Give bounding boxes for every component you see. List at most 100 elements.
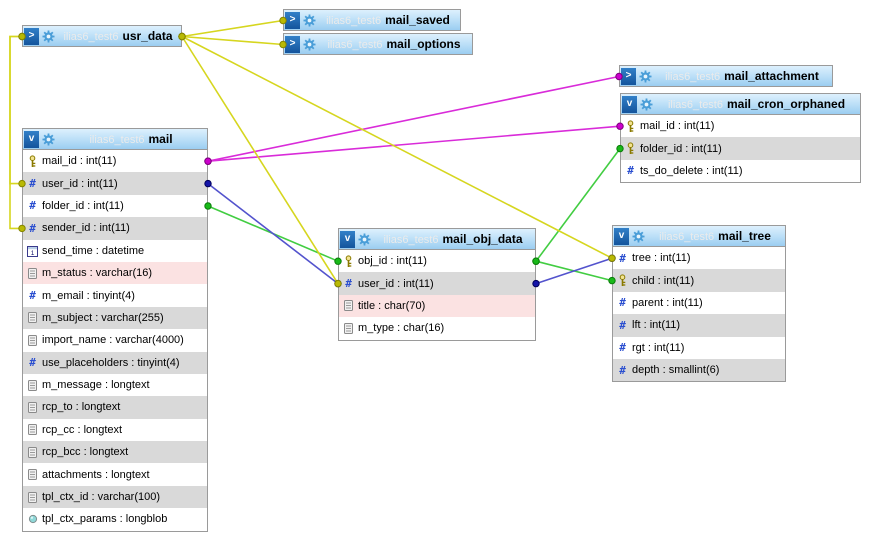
table-settings-gear-icon[interactable] bbox=[358, 233, 371, 246]
table-settings-gear[interactable] bbox=[640, 98, 653, 111]
table-name-label: usr_data bbox=[122, 29, 173, 43]
relation-line-usr_data-mail_saved bbox=[181, 19, 284, 38]
field-row-obj_id[interactable]: obj_id : int(11) bbox=[339, 250, 535, 272]
expand-table-button[interactable]: > bbox=[285, 35, 300, 53]
field-row-rcp_bcc[interactable]: rcp_bcc : longtext bbox=[23, 441, 207, 464]
field-label: parent : int(11) bbox=[632, 296, 703, 309]
field-row-user_id[interactable]: #user_id : int(11) bbox=[23, 172, 207, 195]
field-row-ts_do_delete[interactable]: # ts_do_delete : int(11) bbox=[621, 160, 860, 182]
field-row-folder_id[interactable]: folder_id : int(11) bbox=[621, 137, 860, 160]
relation-line-mail.user_id-mail_obj_data.user_id bbox=[207, 182, 339, 285]
field-label: obj_id : int(11) bbox=[358, 255, 427, 268]
datetime-icon-wrap: 1 bbox=[26, 245, 39, 257]
expand-table-button[interactable]: > bbox=[621, 67, 636, 85]
table-name-label: mail_saved bbox=[385, 13, 450, 27]
field-row-use_placeholders[interactable]: #use_placeholders : tinyint(4) bbox=[23, 351, 207, 374]
field-row-tpl_ctx_id[interactable]: tpl_ctx_id : varchar(100) bbox=[23, 485, 207, 509]
collapse-table-button[interactable]: v bbox=[622, 95, 637, 113]
datetime-field-icon: 1 bbox=[27, 245, 38, 257]
text-icon-wrap bbox=[26, 401, 39, 413]
field-row-tree[interactable]: #tree : int(11) bbox=[613, 247, 785, 269]
expand-table-button[interactable]: > bbox=[24, 27, 39, 45]
field-row-m_status[interactable]: m_status : varchar(16) bbox=[23, 261, 207, 285]
numeric-field-icon: # bbox=[627, 164, 634, 178]
table-settings-gear-icon[interactable] bbox=[632, 230, 645, 243]
field-row-import_name[interactable]: import_name : varchar(4000) bbox=[23, 329, 207, 351]
collapse-table-button[interactable]: v bbox=[614, 227, 629, 245]
table-settings-gear[interactable] bbox=[303, 38, 316, 51]
field-row-user_id[interactable]: #user_id : int(11) bbox=[339, 272, 535, 295]
field-row-attachments[interactable]: attachments : longtext bbox=[23, 463, 207, 485]
table-settings-gear[interactable] bbox=[42, 133, 55, 146]
field-row-tpl_ctx_params[interactable]: tpl_ctx_params : longblob bbox=[23, 508, 207, 530]
text-icon-wrap bbox=[26, 424, 39, 436]
field-label: rcp_cc : longtext bbox=[42, 423, 123, 436]
field-row-child[interactable]: child : int(11) bbox=[613, 269, 785, 292]
text-field-icon bbox=[28, 267, 37, 279]
field-row-send_time[interactable]: 1 send_time : datetime bbox=[23, 240, 207, 262]
table-settings-gear[interactable] bbox=[639, 70, 652, 83]
table-settings-gear-icon[interactable] bbox=[303, 14, 316, 27]
field-label: m_status : varchar(16) bbox=[42, 267, 153, 280]
collapse-table-button[interactable]: v bbox=[24, 130, 39, 148]
field-row-mail_id[interactable]: mail_id : int(11) bbox=[621, 115, 860, 137]
numeric-field-icon: # bbox=[619, 363, 626, 377]
table-settings-gear[interactable] bbox=[303, 14, 316, 27]
field-row-folder_id[interactable]: #folder_id : int(11) bbox=[23, 195, 207, 217]
field-row-sender_id[interactable]: #sender_id : int(11) bbox=[23, 217, 207, 240]
field-row-rcp_cc[interactable]: rcp_cc : longtext bbox=[23, 419, 207, 441]
field-row-lft[interactable]: #lft : int(11) bbox=[613, 314, 785, 337]
table-settings-gear[interactable] bbox=[632, 230, 645, 243]
numeric-field-icon: # bbox=[619, 341, 626, 355]
table-settings-gear-icon[interactable] bbox=[640, 98, 653, 111]
text-field-icon bbox=[344, 322, 353, 334]
field-row-m_email[interactable]: #m_email : tinyint(4) bbox=[23, 284, 207, 306]
table-settings-gear[interactable] bbox=[358, 233, 371, 246]
field-row-m_subject[interactable]: m_subject : varchar(255) bbox=[23, 306, 207, 330]
field-label: m_type : char(16) bbox=[358, 322, 445, 335]
relation-line-mail_obj_data.obj_id-mail_cron_orphaned.folder_id bbox=[535, 148, 621, 262]
table-settings-gear[interactable] bbox=[42, 30, 55, 43]
field-row-m_message[interactable]: m_message : longtext bbox=[23, 374, 207, 396]
table-settings-gear-icon[interactable] bbox=[303, 38, 316, 51]
table-settings-gear-icon[interactable] bbox=[42, 30, 55, 43]
schema-name-label: ilias6_test6 bbox=[383, 234, 439, 246]
field-row-depth[interactable]: #depth : smallint(6) bbox=[613, 358, 785, 382]
expand-table-button[interactable]: > bbox=[285, 11, 300, 29]
collapse-table-button[interactable]: v bbox=[340, 230, 355, 248]
number-icon-wrap: # bbox=[616, 252, 629, 265]
number-icon-wrap: # bbox=[616, 296, 629, 309]
field-label: tpl_ctx_params : longblob bbox=[42, 513, 168, 526]
field-row-mail_id[interactable]: mail_id : int(11) bbox=[23, 150, 207, 172]
field-label: rcp_to : longtext bbox=[42, 401, 121, 414]
field-label: attachments : longtext bbox=[42, 468, 150, 481]
field-row-m_type[interactable]: m_type : char(16) bbox=[339, 317, 535, 339]
table-settings-gear-icon[interactable] bbox=[42, 133, 55, 146]
field-row-rcp_to[interactable]: rcp_to : longtext bbox=[23, 396, 207, 419]
field-label: ts_do_delete : int(11) bbox=[640, 164, 743, 177]
field-row-title[interactable]: title : char(70) bbox=[339, 294, 535, 318]
field-row-rgt[interactable]: #rgt : int(11) bbox=[613, 337, 785, 359]
field-row-parent[interactable]: #parent : int(11) bbox=[613, 292, 785, 314]
field-label: send_time : datetime bbox=[42, 244, 145, 257]
svg-text:1: 1 bbox=[31, 250, 35, 257]
table-settings-gear-icon[interactable] bbox=[639, 70, 652, 83]
number-icon-wrap: # bbox=[26, 356, 39, 369]
